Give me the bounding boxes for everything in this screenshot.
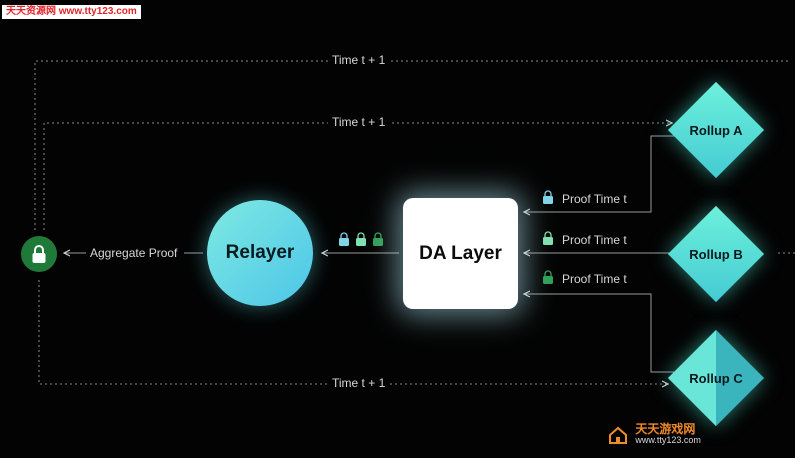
time-line-rollup-c: [38, 280, 668, 384]
rollup-a-node: Rollup A: [667, 81, 765, 179]
house-logo-icon: [609, 426, 627, 444]
rollup-b-label: Rollup B: [689, 246, 743, 262]
watermark-bottom-url: www.tty123.com: [635, 435, 701, 445]
time-line-top: [34, 60, 790, 230]
aggregate-proof-label: Aggregate Proof: [86, 246, 182, 260]
proof-line-a: [524, 135, 678, 212]
time-label-top: Time t + 1: [328, 53, 390, 67]
relayer-node: Relayer: [207, 200, 313, 306]
lock-icon: [32, 245, 46, 263]
rollup-c-label: Rollup C: [689, 370, 743, 386]
lock-icon: [543, 231, 553, 245]
watermark-top: 天天资源网 www.tty123.com: [2, 5, 141, 19]
da-layer-node: DA Layer: [403, 198, 518, 309]
time-line-rollup-a: [43, 123, 672, 230]
rollup-b-node: Rollup B: [667, 205, 765, 303]
rollup-a-label: Rollup A: [689, 122, 743, 138]
watermark-bottom-name: 天天游戏网: [635, 422, 696, 436]
proof-label-a: Proof Time t: [562, 192, 627, 206]
verifier-lock: [21, 236, 57, 272]
da-layer-label: DA Layer: [419, 242, 502, 264]
proof-label-c: Proof Time t: [562, 272, 627, 286]
proof-line-c: [524, 294, 678, 373]
time-label-rollup-a: Time t + 1: [328, 115, 390, 129]
lock-icon: [543, 190, 553, 204]
proof-label-b: Proof Time t: [562, 233, 627, 247]
lock-icon: [356, 232, 366, 246]
time-label-rollup-c: Time t + 1: [328, 376, 390, 390]
lock-icon: [543, 270, 553, 284]
lock-icon: [373, 232, 383, 246]
watermark-bottom: 天天游戏网 www.tty123.com: [608, 422, 701, 446]
rollup-c-node: Rollup C: [667, 329, 765, 427]
relayer-label: Relayer: [225, 242, 295, 263]
lock-icon: [339, 232, 349, 246]
